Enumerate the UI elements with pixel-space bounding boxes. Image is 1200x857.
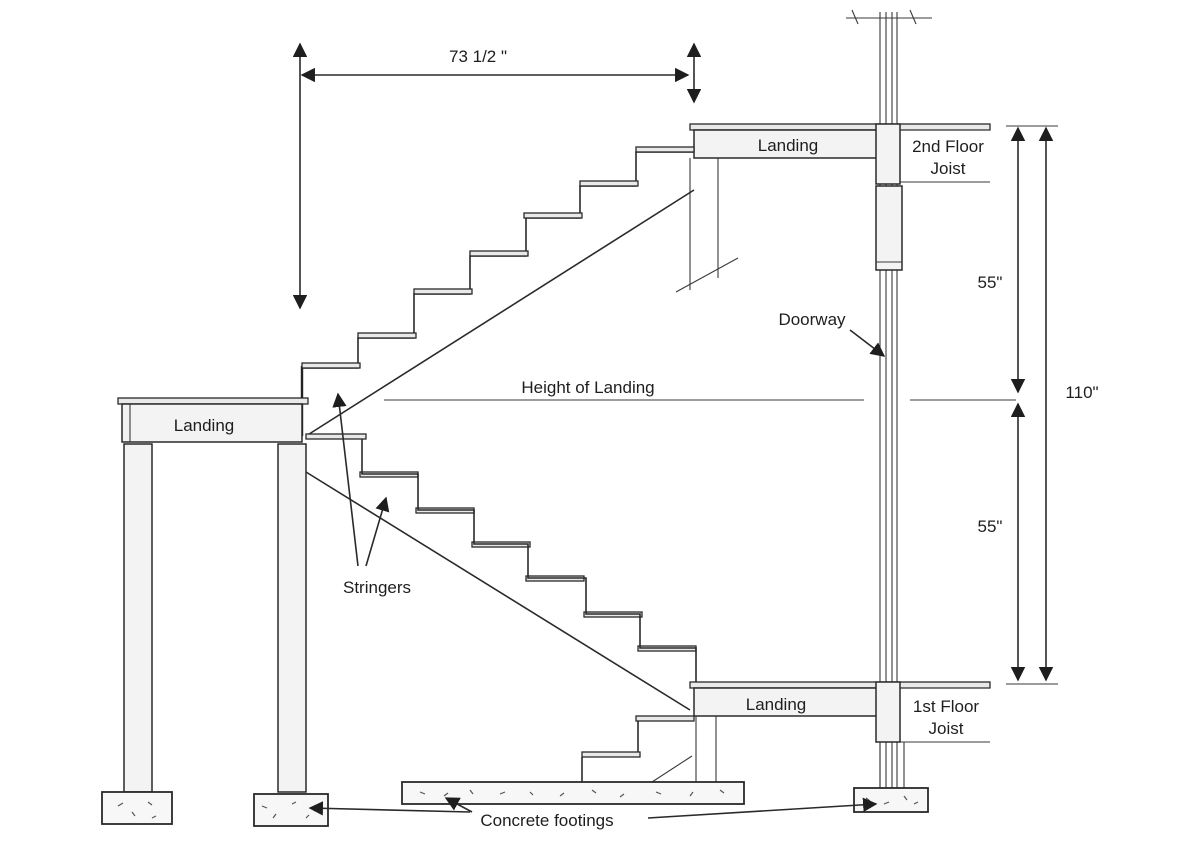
middle-landing: Landing: [117, 397, 309, 793]
bottom-stair-flight: [581, 715, 695, 782]
footings-callout: Concrete footings: [308, 797, 878, 830]
lower-stair-flight: [305, 433, 697, 711]
stringers-label: Stringers: [343, 578, 411, 597]
second-floor-joist-label: 2nd Floor: [912, 137, 984, 156]
upper-landing-label: Landing: [758, 136, 819, 155]
lower-landing-label: Landing: [746, 695, 807, 714]
first-floor-joist-label: 1st Floor: [913, 697, 979, 716]
upper-landing: Landing 2nd Floor Joist: [689, 123, 991, 185]
middle-landing-label: Landing: [174, 416, 235, 435]
lower-landing: Landing 1st Floor Joist: [651, 681, 991, 790]
doorway-callout: Doorway: [778, 310, 886, 357]
lower-rise-label: 55": [978, 517, 1003, 536]
lower-stringer: [305, 471, 691, 711]
first-floor-joist-label-2: Joist: [929, 719, 964, 738]
width-dimension-label: 73 1/2 ": [449, 47, 507, 66]
upper-stringer: [305, 189, 695, 437]
stringers-callout: Stringers: [332, 392, 411, 597]
upper-rise-label: 55": [978, 273, 1003, 292]
total-rise-label: 110": [1065, 383, 1098, 402]
doorway-label: Doorway: [778, 310, 846, 329]
second-floor-joist-label-2: Joist: [931, 159, 966, 178]
height-of-landing-label: Height of Landing: [521, 378, 654, 397]
concrete-footings-label: Concrete footings: [480, 811, 613, 830]
rise-dimensions: 55" 55" 110": [978, 125, 1099, 685]
dimension-width: 73 1/2 ": [300, 47, 690, 83]
